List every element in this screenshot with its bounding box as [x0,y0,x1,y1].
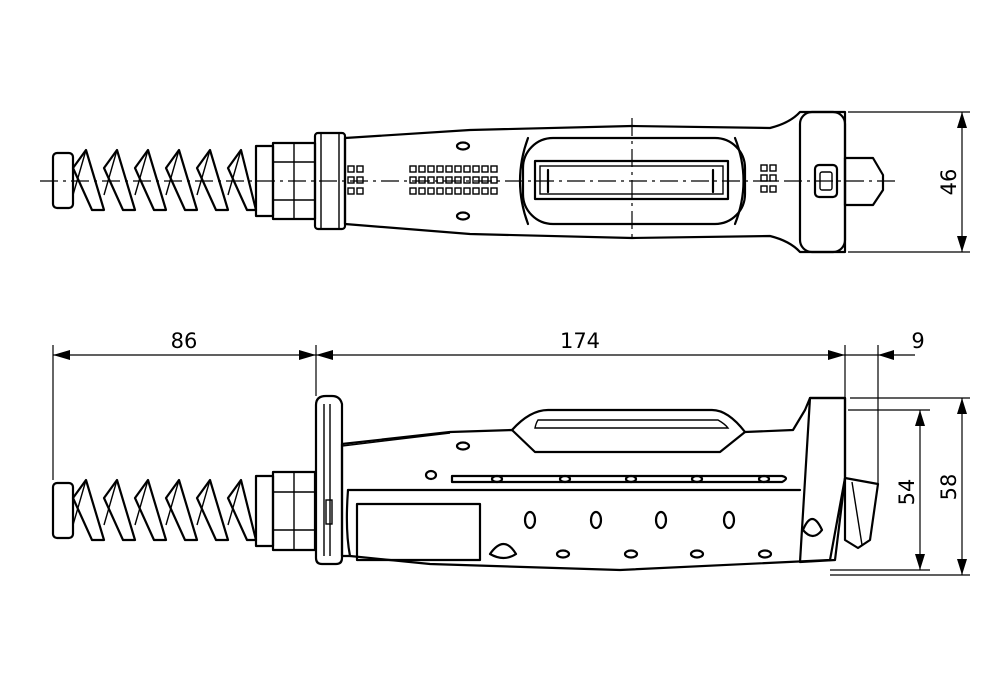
grip-cell [481,187,489,195]
top-oval-hole-upper [455,141,471,151]
grip-cell [472,176,480,184]
side-flange [314,394,344,566]
side-oval-hole-small [424,469,438,481]
dim-body-length: 174 [316,329,846,398]
grip-cell [463,165,471,173]
top-head [798,110,885,254]
dim-tip-length-label: 9 [911,329,924,353]
side-label-area [355,502,482,562]
side-teardrop-right [801,517,824,538]
side-oval-hole-horizontal [689,549,705,559]
side-oval-hole-vertical [523,510,537,530]
top-display-window [518,136,747,226]
grip-cell [490,176,498,184]
grip-cell [445,187,453,195]
top-grip-pattern-left [347,165,364,195]
grip-cell [490,165,498,173]
side-oval-hole-vertical [654,510,668,530]
side-rib-points [490,474,771,484]
grip-cell [445,165,453,173]
side-oval-hole-horizontal [555,549,571,559]
top-grip-pattern-center [409,165,498,195]
grip-cell [409,187,417,195]
side-spiral-cable [51,478,258,542]
side-handle-body [340,396,847,572]
grip-cell [418,187,426,195]
side-display-raised [510,408,747,434]
dim-body-height-total-label: 58 [937,474,961,501]
dim-top-width: 46 [848,111,970,253]
dim-cable-length: 86 [52,329,317,480]
side-holes [523,510,773,559]
grip-cell [427,176,435,184]
grip-cell [418,165,426,173]
dim-cable-length-label: 86 [171,329,198,353]
side-teardrop-left [488,542,518,560]
rib-point [490,474,504,484]
dim-body-height: 54 58 [830,397,970,576]
grip-cell [481,165,489,173]
side-tip [843,476,880,550]
top-spiral-cable [51,148,258,212]
side-oval-hole-vertical [589,510,603,530]
grip-cell [481,176,489,184]
top-head-button [813,163,839,199]
side-cable-gland [254,470,317,552]
rib-point [757,474,771,484]
grip-cell [436,187,444,195]
grip-cell [427,187,435,195]
rib-point [690,474,704,484]
grip-cell [454,176,462,184]
dim-tip-length: 9 [845,329,925,484]
grip-cell [490,187,498,195]
grip-cell [472,187,480,195]
side-oval-hole-horizontal [623,549,639,559]
side-head [798,396,847,564]
dim-top-width-label: 46 [937,169,961,196]
grip-cell [436,176,444,184]
dim-body-height-inner-label: 54 [895,479,919,506]
top-view: 46 [40,110,970,254]
grip-cell [454,187,462,195]
side-oval-hole-horizontal [757,549,773,559]
grip-cell [454,165,462,173]
side-oval-hole-top [455,441,471,451]
grip-cell [427,165,435,173]
side-oval-hole-vertical [722,510,736,530]
side-view: 86 174 9 54 [51,329,970,576]
top-handle-body [343,110,847,254]
grip-cell [436,165,444,173]
grip-cell [409,176,417,184]
rib-point [624,474,638,484]
side-rib [450,474,788,484]
grip-cell [418,176,426,184]
grip-cell [445,176,453,184]
grip-cell [463,187,471,195]
top-grip-pattern-right [760,164,777,193]
top-oval-hole-lower [455,211,471,221]
rib-point [558,474,572,484]
grip-cell [463,176,471,184]
dim-body-length-label: 174 [560,329,600,353]
grip-cell [472,165,480,173]
grip-cell [409,165,417,173]
